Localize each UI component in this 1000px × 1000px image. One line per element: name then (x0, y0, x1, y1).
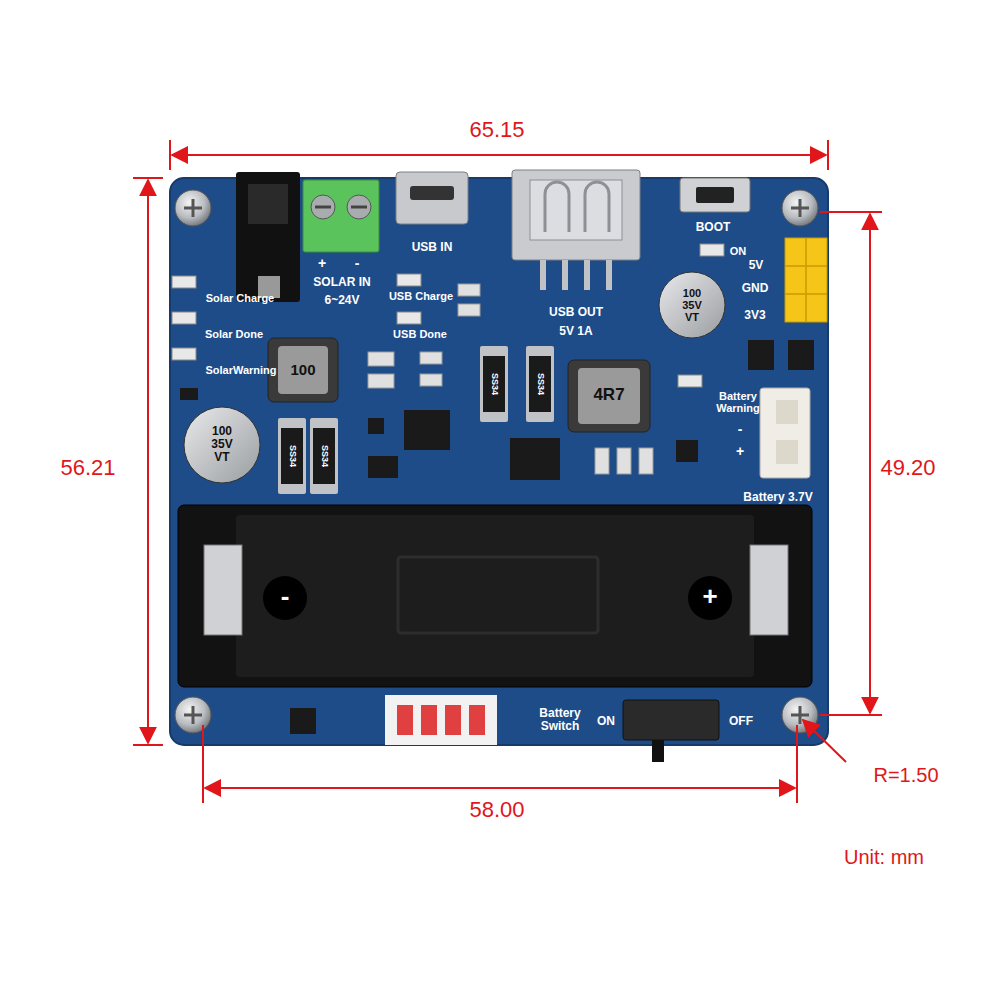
silkscreen-label: 5V 1A (559, 325, 592, 338)
silkscreen-label: SS34 (287, 445, 297, 467)
silkscreen-label: + (318, 256, 326, 271)
usb-a-inner (530, 180, 622, 240)
dc-jack (236, 172, 300, 302)
battery-connector (760, 388, 810, 478)
terminal-block (303, 180, 379, 252)
dimension-label: 65.15 (469, 118, 524, 142)
pin-header-grid (785, 238, 827, 322)
silkscreen-label: Battery 3.7V (743, 491, 812, 504)
micro-usb-port (410, 186, 454, 200)
unit-note: Unit: mm (844, 846, 924, 868)
silkscreen-label: OFF (729, 715, 753, 728)
dimension-label: 58.00 (469, 798, 524, 822)
silkscreen-label: Solar Done (205, 328, 263, 340)
silkscreen-label: ON (597, 715, 615, 728)
switch-lever (652, 740, 664, 762)
plus-mark (688, 576, 732, 620)
spring-contact (204, 545, 242, 635)
silkscreen-label: 6~24V (324, 294, 359, 307)
silkscreen-label: 100 35V VT (676, 287, 708, 323)
silkscreen-label: SS34 (319, 445, 329, 467)
dimension-lines (133, 140, 882, 803)
silkscreen-label: ON (730, 245, 747, 257)
resistor-group (368, 284, 653, 474)
battery-bay (236, 515, 754, 677)
silkscreen-label: SolarWarning (205, 364, 276, 376)
silkscreen-label: + (702, 582, 717, 611)
silkscreen-label: Battery Warning (710, 390, 766, 414)
silkscreen-label: - (355, 256, 360, 271)
battery-holder (178, 505, 812, 687)
inductor (568, 360, 650, 432)
silkscreen-label: USB Done (393, 328, 447, 340)
dimension-label: R=1.50 (873, 764, 938, 786)
pin (540, 260, 546, 290)
inductor-top (278, 346, 328, 394)
silkscreen-label: Battery Switch (530, 707, 590, 733)
silkscreen-label: 5V (749, 259, 764, 272)
dimension-label: 49.20 (880, 456, 935, 480)
silkscreen-label: 100 35V VT (205, 425, 239, 465)
mounting-screws (175, 190, 818, 733)
silkscreen-label: + (736, 444, 744, 459)
connector-slot (776, 400, 798, 424)
pin (584, 260, 590, 290)
battery-level-leds (385, 695, 497, 745)
silkscreen-label: 3V3 (744, 309, 765, 322)
silkscreen-label: 100 (290, 362, 315, 379)
silkscreen-label: SOLAR IN (313, 276, 370, 289)
dimension-label: 56.21 (60, 456, 115, 480)
pin (606, 260, 612, 290)
silkscreen-label: - (738, 422, 743, 437)
pin-header (785, 238, 827, 322)
capacitor (659, 272, 725, 338)
micro-usb (396, 172, 468, 224)
dc-jack-face (248, 184, 288, 224)
battery-switch (623, 700, 719, 740)
usb-a-tabs (545, 182, 609, 232)
capacitor (184, 407, 260, 483)
silkscreen-label: BOOT (696, 221, 731, 234)
spring-contact (750, 545, 788, 635)
boot-button (680, 178, 750, 212)
inductor (268, 338, 338, 402)
silkscreen-label: 4R7 (593, 386, 624, 405)
ic-group (180, 340, 814, 734)
silkscreen-label: - (281, 582, 290, 611)
pin (562, 260, 568, 290)
minus-mark (263, 576, 307, 620)
silkscreen-label: GND (742, 282, 769, 295)
silkscreen-label: USB Charge (389, 290, 453, 302)
connector-slot (776, 440, 798, 464)
silkscreen-label: SS34 (489, 373, 499, 395)
silkscreen-label: Solar Charge (206, 292, 274, 304)
silkscreen-label: USB OUT (549, 306, 603, 319)
boot-button-key (696, 187, 734, 203)
silkscreen-label: SS34 (535, 373, 545, 395)
inductor-top (578, 368, 640, 424)
holder-mould (398, 557, 598, 633)
silkscreen-label: USB IN (412, 241, 453, 254)
led-segments (397, 705, 485, 735)
screw-slot (315, 206, 367, 209)
usb-a-port (512, 170, 640, 260)
